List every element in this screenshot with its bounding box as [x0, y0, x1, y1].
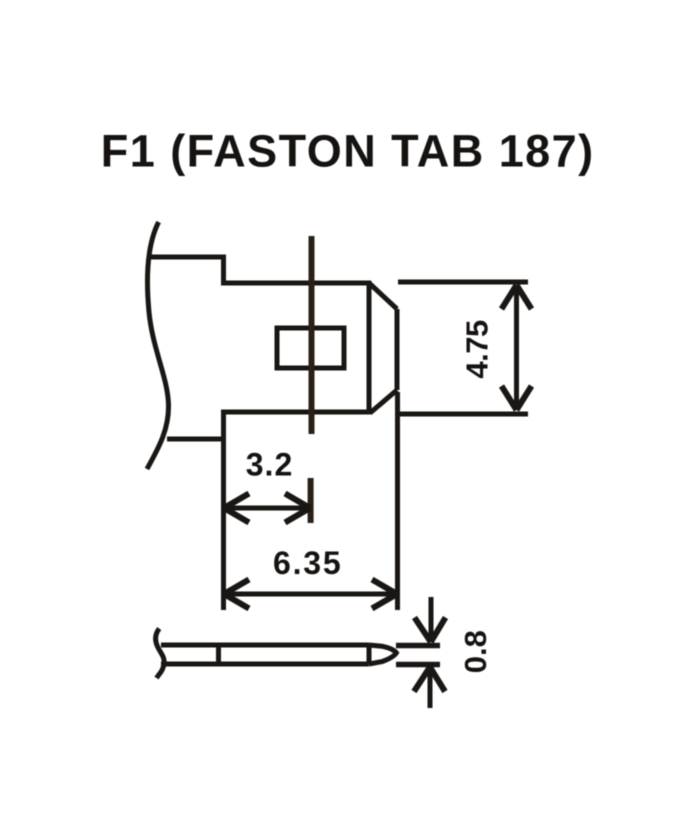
svg-text:4.75: 4.75 [460, 320, 495, 379]
svg-text:3.2: 3.2 [246, 446, 293, 482]
svg-text:0.8: 0.8 [458, 630, 493, 673]
svg-text:6.35: 6.35 [273, 545, 342, 581]
svg-text:F1 (FASTON TAB 187): F1 (FASTON TAB 187) [101, 125, 595, 176]
